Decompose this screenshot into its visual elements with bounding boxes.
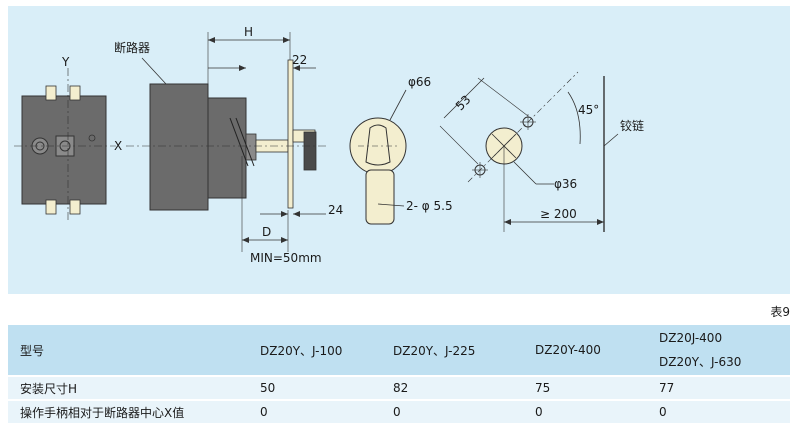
- hinge-label: 铰链: [620, 118, 644, 133]
- dimension-22-label: 22: [292, 53, 307, 67]
- header-col-2: DZ20Y、J-225: [381, 325, 523, 376]
- dimension-d: [241, 156, 289, 252]
- header-model-label: 型号: [8, 325, 248, 376]
- technical-diagram: Y X 断路器 H 22 24: [8, 6, 790, 294]
- distance-label: ≥ 200: [540, 207, 577, 221]
- header-col-1: DZ20Y、J-100: [248, 325, 381, 376]
- breaker-side-view: [126, 59, 328, 211]
- spec-table: 型号 DZ20Y、J-100 DZ20Y、J-225 DZ20Y-400 DZ2…: [8, 325, 790, 423]
- cell: 77: [647, 375, 790, 400]
- header-col-4-line-1: DZ20J-400: [659, 331, 723, 345]
- cell: 82: [381, 375, 523, 400]
- table-row: 安装尺寸H 50 82 75 77: [8, 375, 790, 400]
- table-header-row: 型号 DZ20Y、J-100 DZ20Y、J-225 DZ20Y-400 DZ2…: [8, 325, 790, 376]
- mounting-hole-layout: [439, 71, 605, 232]
- cell: 0: [647, 399, 790, 423]
- table-row: 操作手柄相对于断路器中心X值 0 0 0 0: [8, 399, 790, 423]
- dimension-24: [260, 211, 326, 217]
- header-col-4: DZ20J-400 DZ20Y、J-630: [647, 325, 790, 376]
- cell: 75: [523, 375, 647, 400]
- phi36-label: φ36: [554, 177, 577, 191]
- dimension-h: [207, 32, 291, 98]
- cell: 0: [523, 399, 647, 423]
- axis-x-label: X: [114, 139, 122, 153]
- cell: 0: [381, 399, 523, 423]
- holes-label: 2- φ 5.5: [406, 199, 453, 213]
- breaker-front-view: [14, 68, 116, 222]
- min-distance-label: MIN=50mm: [250, 251, 322, 265]
- dimension-24-label: 24: [328, 203, 343, 217]
- cell: 50: [248, 375, 381, 400]
- dimension-22: [208, 65, 316, 71]
- row-label: 安装尺寸H: [8, 375, 248, 400]
- table-caption: 表9: [770, 305, 790, 319]
- header-col-4-line-2: DZ20Y、J-630: [659, 355, 742, 369]
- axis-y-label: Y: [61, 55, 70, 69]
- header-col-3: DZ20Y-400: [523, 325, 647, 376]
- angle-label: 45°: [578, 103, 599, 117]
- phi66-label: φ66: [408, 75, 431, 89]
- dimension-h-label: H: [244, 25, 253, 39]
- cell: 0: [248, 399, 381, 423]
- dimension-d-label: D: [262, 225, 271, 239]
- handle-front-view: [349, 117, 407, 225]
- row-label: 操作手柄相对于断路器中心X值: [8, 399, 248, 423]
- breaker-label: 断路器: [114, 40, 150, 55]
